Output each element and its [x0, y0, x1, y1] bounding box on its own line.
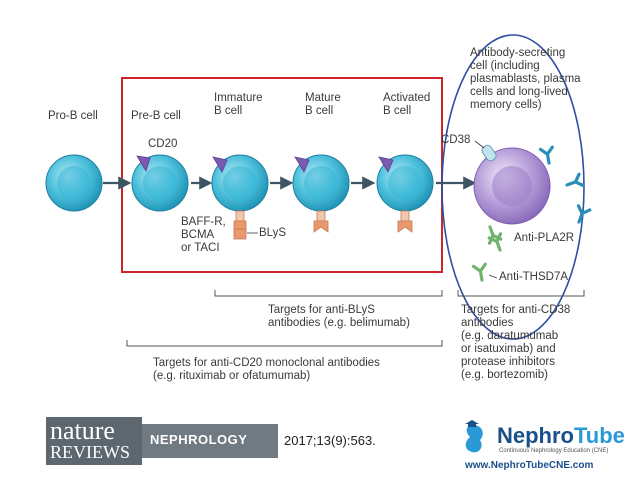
kidney-icon — [465, 420, 483, 453]
nephrotube-title-b: Tube — [574, 423, 625, 448]
cd20-marker-pre-b — [136, 155, 151, 172]
nature-reviews-nephrology-logo: nature REVIEWS NEPHROLOGY — [46, 417, 278, 465]
nephrology-band — [142, 424, 278, 458]
cd38-pointer — [474, 140, 485, 149]
cd38-marker — [481, 144, 497, 162]
nephrotube-title: NephroTube — [497, 424, 625, 448]
anti-pla2r-label: Anti-PLA2R — [514, 232, 575, 244]
baff-receptor-immature — [233, 210, 247, 240]
receptor-label: BAFF-R, BCMA or TACI — [181, 216, 226, 254]
cd20-marker-immature — [212, 156, 228, 173]
reviews-word: REVIEWS — [50, 442, 130, 462]
nature-logo-bg — [46, 417, 142, 465]
stage-label-pro-b: Pro-B cell — [48, 110, 98, 122]
cd38-label: CD38 — [441, 134, 471, 146]
nature-word: nature — [50, 416, 115, 445]
cd20-label: CD20 — [148, 138, 178, 150]
antibody-secreting-cell — [473, 147, 551, 225]
activated-b-cell — [376, 154, 434, 212]
stage-label-immature: Immature B cell — [214, 92, 263, 117]
immature-b-cell — [211, 154, 269, 212]
nephrotube-logo: NephroTube Continuous Nephrology Educati… — [459, 422, 629, 476]
pro-b-cell — [45, 154, 103, 212]
nephrotube-title-a: Nephro — [497, 423, 574, 448]
anti-thsd7a-pointer — [488, 274, 498, 279]
plasma-cell-highlight-ellipse — [441, 34, 585, 340]
stage-label-pre-b: Pre-B cell — [131, 110, 181, 122]
nephrology-word: NEPHROLOGY — [150, 432, 248, 447]
cd38-target-bracket — [457, 290, 585, 297]
cd20-targets-label: Targets for anti-CD20 monoclonal antibod… — [153, 357, 380, 382]
nephrotube-subtitle: Continuous Nephrology Education (CNE) — [499, 448, 609, 454]
pre-b-cell — [131, 154, 189, 212]
cd20-marker-mature — [294, 156, 310, 173]
baff-receptor-mature — [313, 210, 329, 233]
cd38-targets-label: Targets for anti-CD38 antibodies (e.g. d… — [461, 304, 571, 381]
blys-targets-label: Targets for anti-BLyS antibodies (e.g. b… — [268, 304, 410, 329]
cd20-marker-activated — [378, 156, 394, 173]
citation: 2017;13(9):563. — [284, 433, 376, 448]
cd20-target-bracket — [126, 340, 443, 347]
nephrotube-url: www.NephroTubeCNE.com — [465, 460, 594, 471]
stage-label-mature: Mature B cell — [305, 92, 341, 117]
anti-thsd7a-label: Anti-THSD7A — [499, 271, 569, 283]
antibody-green-3 — [471, 262, 490, 283]
antibody-blue-2 — [563, 172, 585, 193]
antibody-secreting-cell-label: Antibody-secreting cell (including plasm… — [470, 47, 581, 111]
antibody-blue-1 — [538, 145, 557, 166]
blys-target-bracket — [214, 290, 443, 297]
stage-label-activated: Activated B cell — [383, 92, 431, 117]
blys-label: BLyS — [259, 227, 287, 239]
baff-receptor-activated — [397, 210, 413, 233]
